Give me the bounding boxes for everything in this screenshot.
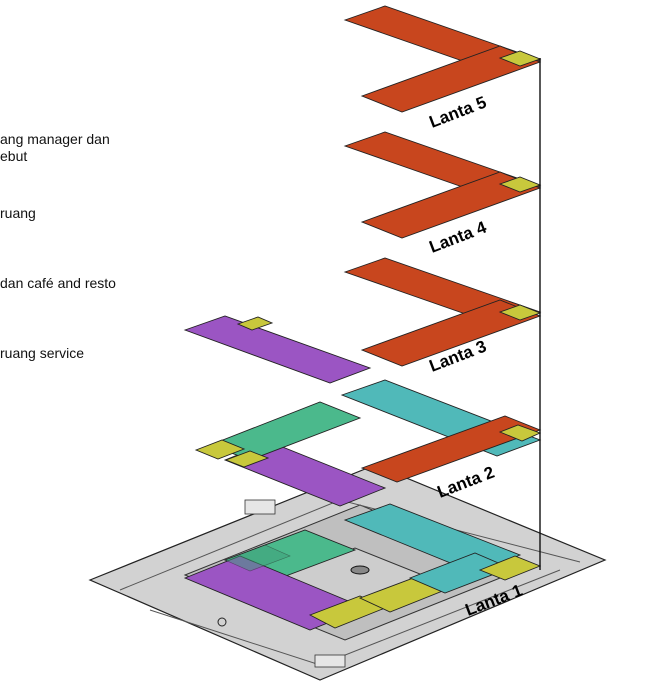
- core-yellow-f2: [194, 439, 246, 460]
- site-detail: [244, 499, 276, 515]
- core-yellow-f2: [224, 450, 270, 468]
- floor-2-plan: [194, 379, 542, 507]
- floor-4-plan: [343, 131, 542, 239]
- legend-text-service: ruang service: [0, 345, 85, 361]
- core-yellow-f3: [236, 316, 274, 331]
- site-detail: [314, 654, 346, 668]
- floor-3-plan: [183, 257, 542, 384]
- legend-text-manager: ang manager dan ebut: [0, 131, 110, 164]
- floor-label-2: Lanta 2: [435, 463, 497, 502]
- zone-green-f1: [224, 544, 291, 572]
- site-marker-icon: [217, 617, 227, 627]
- wing-green-f2: [208, 401, 362, 461]
- plaza-fountain-icon: [350, 565, 370, 575]
- legend-text-cafe-resto: dan café and resto: [0, 275, 116, 291]
- floor-5-plan: [343, 5, 542, 113]
- legend-text-ruang: ruang: [0, 205, 36, 221]
- wing-purple-f3: [183, 315, 372, 384]
- site-plate-floor-1: [88, 464, 607, 681]
